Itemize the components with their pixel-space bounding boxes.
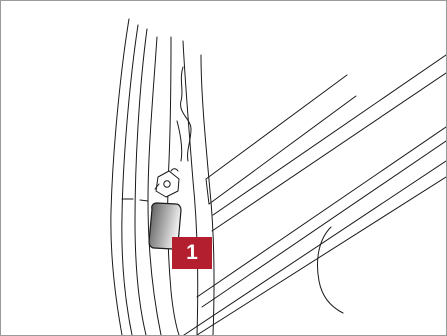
callout-1-label: 1: [172, 237, 212, 269]
